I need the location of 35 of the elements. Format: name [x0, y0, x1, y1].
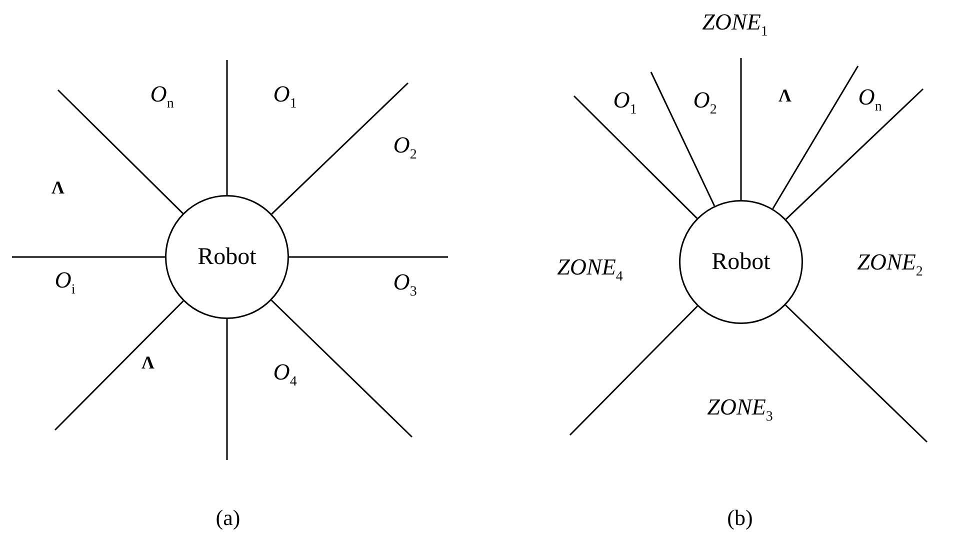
boundary-line [289, 256, 448, 258]
region-label: O$_{2}$ [393, 132, 417, 164]
region-label: ZONE$_{4}$ [557, 254, 623, 286]
region-label: O$_{n}$ [858, 84, 882, 116]
region-label: O$_{i}$ [54, 268, 76, 298]
boundary-line [54, 300, 184, 431]
ellipsis-mark: Λ [778, 86, 792, 106]
node-label: Robot [198, 244, 256, 270]
region-label: O$_{4}$ [273, 360, 297, 390]
region-label: O$_{n}$ [150, 82, 174, 112]
region-label: ZONE$_{3}$ [707, 394, 773, 426]
boundary-line [271, 82, 409, 215]
panel-caption: (a) [216, 505, 240, 531]
boundary-line [785, 304, 928, 443]
ellipsis-mark: Λ [142, 352, 154, 374]
panel-caption: (b) [727, 505, 753, 531]
region-label: O$_{3}$ [393, 270, 417, 300]
boundary-line [772, 66, 859, 210]
boundary-line [740, 58, 742, 200]
boundary-line [57, 89, 184, 214]
boundary-line [650, 72, 716, 206]
ellipsis-mark: Λ [52, 178, 64, 198]
region-label: O$_{1}$ [273, 82, 297, 112]
boundary-line [226, 60, 228, 195]
region-label: ZONE$_{1}$ [702, 10, 768, 40]
region-label: ZONE$_{2}$ [857, 250, 923, 280]
boundary-line [785, 88, 924, 220]
node-label: Robot [712, 248, 770, 276]
region-label: O$_{2}$ [693, 88, 717, 118]
boundary-line [573, 95, 698, 219]
boundary-line [270, 300, 413, 438]
region-label: O$_{1}$ [613, 88, 637, 118]
boundary-line [226, 319, 228, 460]
boundary-line [12, 256, 165, 258]
boundary-line [569, 306, 698, 436]
